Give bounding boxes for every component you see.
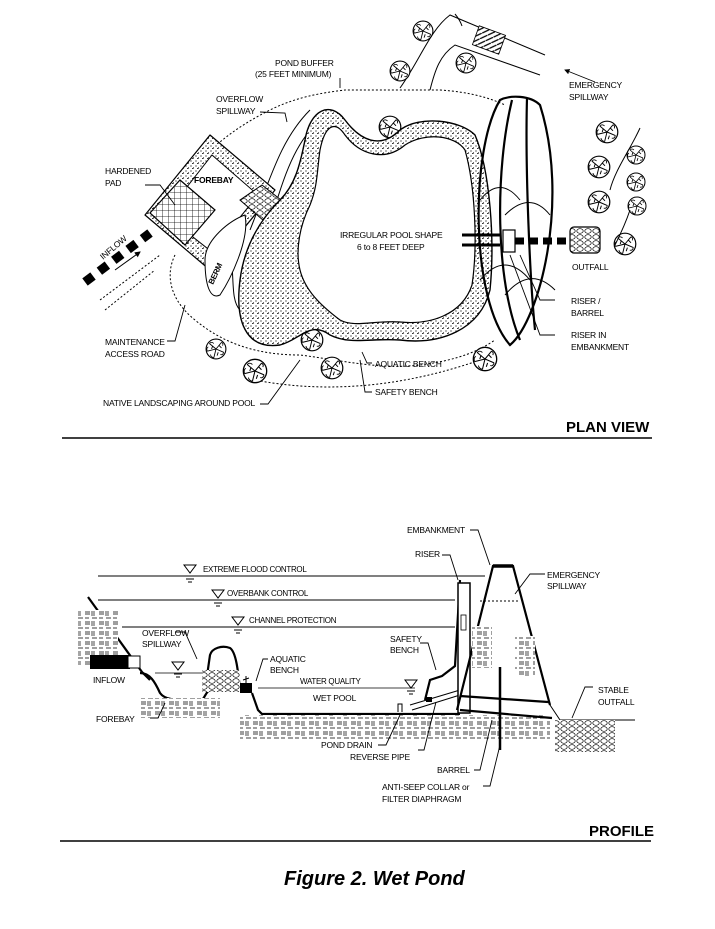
tree-icon bbox=[627, 196, 647, 216]
emergency-spillway-label: EMERGENCY bbox=[569, 80, 623, 90]
riser-barrel-label: RISER / bbox=[571, 296, 601, 306]
overflow-spillway-label: OVERFLOW bbox=[142, 628, 189, 638]
forebay-label: FOREBAY bbox=[96, 714, 135, 724]
plan-view-heading: PLAN VIEW bbox=[566, 419, 650, 436]
channel-protection-label: CHANNEL PROTECTION bbox=[249, 616, 337, 625]
inflow-pipe bbox=[82, 229, 153, 286]
tree-icon bbox=[205, 338, 227, 360]
tree-icon bbox=[613, 232, 637, 256]
profile-view: EMBANKMENT RISER EXTREME FLOOD CONTROL O… bbox=[60, 525, 654, 842]
inflow-label: INFLOW bbox=[93, 675, 125, 685]
water-level-markers bbox=[171, 564, 418, 695]
water-quality-label: WATER QUALITY bbox=[300, 677, 362, 686]
maintenance-road-label: MAINTENANCE bbox=[105, 337, 165, 347]
plan-view: POND BUFFER (25 FEET MINIMUM) OVERFLOW S… bbox=[62, 13, 652, 439]
maintenance-road-label: ACCESS ROAD bbox=[105, 349, 165, 359]
aquatic-bench-label: AQUATIC bbox=[270, 654, 306, 664]
overflow-spillway-label: SPILLWAY bbox=[216, 106, 256, 116]
pond-buffer-label: (25 FEET MINIMUM) bbox=[255, 69, 332, 79]
tree-icon bbox=[472, 346, 498, 372]
safety-bench-label: SAFETY BENCH bbox=[375, 387, 438, 397]
pool-plan bbox=[238, 108, 493, 347]
aquatic-bench-plants bbox=[240, 683, 252, 693]
embankment-label: EMBANKMENT bbox=[407, 525, 465, 535]
hardened-pad-label: HARDENED bbox=[105, 166, 151, 176]
pond-drain-label: POND DRAIN bbox=[321, 740, 372, 750]
anti-seep-label: FILTER DIAPHRAGM bbox=[382, 794, 461, 804]
emergency-spillway-label: SPILLWAY bbox=[569, 92, 609, 102]
aquatic-bench-label: AQUATIC BENCH bbox=[375, 359, 442, 369]
figure-caption: Figure 2. Wet Pond bbox=[284, 868, 466, 890]
extreme-flood-label: EXTREME FLOOD CONTROL bbox=[203, 565, 307, 574]
tree-icon bbox=[587, 155, 611, 179]
soil-pattern bbox=[515, 636, 535, 676]
pool-depth-label: 6 to 8 FEET DEEP bbox=[357, 242, 425, 252]
emergency-spillway-label: EMERGENCY bbox=[547, 570, 601, 580]
emergency-spillway-plan bbox=[399, 13, 596, 91]
outfall-riprap bbox=[569, 226, 601, 254]
landscape-boundary bbox=[244, 359, 481, 388]
outfall-channel bbox=[609, 127, 641, 246]
water-level-icon bbox=[171, 661, 185, 671]
stable-outfall-label: OUTFALL bbox=[598, 697, 635, 707]
tree-icon bbox=[455, 52, 477, 74]
overbank-label: OVERBANK CONTROL bbox=[227, 589, 309, 598]
water-level-icon bbox=[211, 589, 225, 599]
forebay-plan bbox=[82, 134, 276, 286]
access-road-edge bbox=[99, 254, 161, 311]
forebay-profile bbox=[139, 671, 211, 702]
hardened-pad-label: PAD bbox=[105, 178, 121, 188]
pond-buffer-label: POND BUFFER bbox=[275, 58, 334, 68]
riser-barrel-plan bbox=[462, 226, 601, 254]
tree-icon bbox=[389, 60, 411, 82]
tree-icon bbox=[320, 356, 344, 380]
tree-icon bbox=[242, 358, 268, 384]
overflow-spillway-label: OVERFLOW bbox=[216, 94, 263, 104]
pond-buffer-line bbox=[179, 89, 506, 201]
tree-icon bbox=[595, 120, 619, 144]
riser-label: RISER bbox=[415, 549, 440, 559]
tree-icon bbox=[626, 172, 646, 192]
reverse-pipe-label: REVERSE PIPE bbox=[350, 752, 410, 762]
tree-icon bbox=[412, 20, 434, 42]
emergency-spillway-label: SPILLWAY bbox=[547, 581, 587, 591]
riprap bbox=[202, 670, 240, 692]
riser bbox=[502, 229, 516, 253]
stable-outfall-label: STABLE bbox=[598, 685, 629, 695]
wet-pool-floor bbox=[250, 692, 460, 716]
wet-pool-label: WET POOL bbox=[313, 693, 357, 703]
tree-icon bbox=[587, 190, 611, 214]
barrel-label: BARREL bbox=[437, 765, 470, 775]
hardened-pad bbox=[149, 179, 216, 246]
inflow-pipe bbox=[90, 655, 130, 669]
barrel-profile bbox=[459, 694, 553, 720]
profile-heading: PROFILE bbox=[589, 823, 654, 840]
water-level-icon bbox=[231, 616, 245, 626]
soil-pattern bbox=[472, 626, 492, 668]
riser-barrel-label: BARREL bbox=[571, 308, 604, 318]
riser-profile bbox=[457, 582, 471, 714]
access-road-outline bbox=[169, 254, 496, 367]
safety-bench-label: SAFETY bbox=[390, 634, 422, 644]
aquatic-bench-label: BENCH bbox=[270, 665, 299, 675]
outfall-riprap bbox=[555, 720, 615, 752]
water-level-icon bbox=[404, 679, 418, 689]
soil-pattern bbox=[240, 715, 550, 740]
overflow-spillway-label: SPILLWAY bbox=[142, 639, 182, 649]
water-level-icon bbox=[183, 564, 197, 574]
safety-bench-slope bbox=[423, 579, 462, 701]
safety-bench-label: BENCH bbox=[390, 645, 419, 655]
berm bbox=[204, 214, 247, 297]
riser-embankment-label: RISER IN bbox=[571, 330, 606, 340]
anti-seep-label: ANTI-SEEP COLLAR or bbox=[382, 782, 470, 792]
forebay-label: FOREBAY bbox=[194, 175, 234, 185]
pond-drain bbox=[397, 703, 403, 712]
outfall-label: OUTFALL bbox=[572, 262, 609, 272]
embankment-profile bbox=[455, 564, 552, 711]
riser-embankment-label: EMBANKMENT bbox=[571, 342, 629, 352]
native-landscaping-label: NATIVE LANDSCAPING AROUND POOL bbox=[103, 398, 256, 408]
embankment-plan bbox=[477, 95, 556, 347]
pool-shape-label: IRREGULAR POOL SHAPE bbox=[340, 230, 443, 240]
soil-pattern bbox=[140, 698, 220, 718]
